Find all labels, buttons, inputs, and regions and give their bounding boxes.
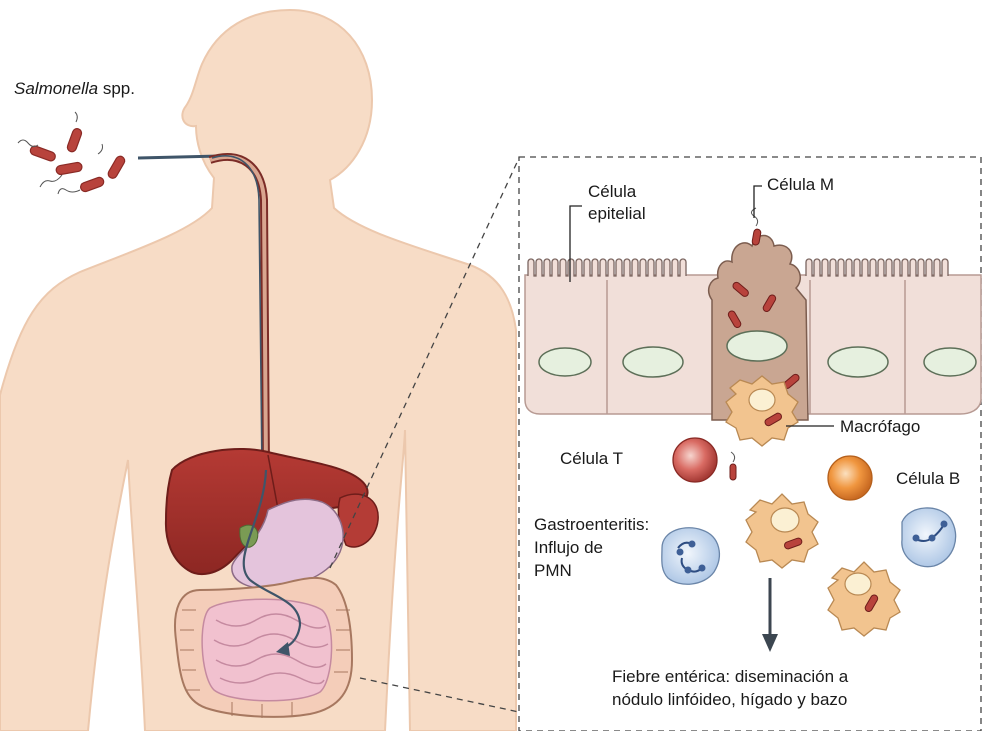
m-cell-label: Célula M bbox=[767, 174, 834, 195]
gastroenteritis-label-line1: Gastroenteritis: bbox=[534, 514, 649, 535]
free-bacterium bbox=[730, 464, 736, 480]
macrophage-label: Macrófago bbox=[840, 416, 920, 437]
ingestion-line bbox=[138, 156, 220, 158]
t-cell-label: Célula T bbox=[560, 448, 623, 469]
salmonella-bacteria-cluster bbox=[18, 112, 126, 194]
small-intestine bbox=[202, 599, 331, 701]
m-cell-nucleus bbox=[727, 331, 787, 361]
epithelial-cell-label-line1: Célula bbox=[588, 181, 636, 202]
pmn-cell-right bbox=[902, 508, 956, 567]
gastroenteritis-label-line3: PMN bbox=[534, 560, 572, 581]
pathogen-genus: Salmonella bbox=[14, 79, 98, 98]
pathogen-suffix: spp. bbox=[98, 79, 135, 98]
b-cell bbox=[828, 456, 872, 500]
pathogen-label: Salmonella spp. bbox=[14, 78, 135, 99]
pmn-cell-left bbox=[662, 528, 720, 585]
enteric-fever-label-line2: nódulo linfóideo, hígado y bazo bbox=[612, 689, 847, 710]
epithelial-cell-label-line2: epitelial bbox=[588, 203, 646, 224]
b-cell-label: Célula B bbox=[896, 468, 960, 489]
intestinal-wall-inset bbox=[519, 157, 981, 731]
t-cell bbox=[673, 438, 717, 482]
gastroenteritis-label-line2: Influjo de bbox=[534, 537, 603, 558]
enteric-fever-label-line1: Fiebre entérica: diseminación a bbox=[612, 666, 848, 687]
